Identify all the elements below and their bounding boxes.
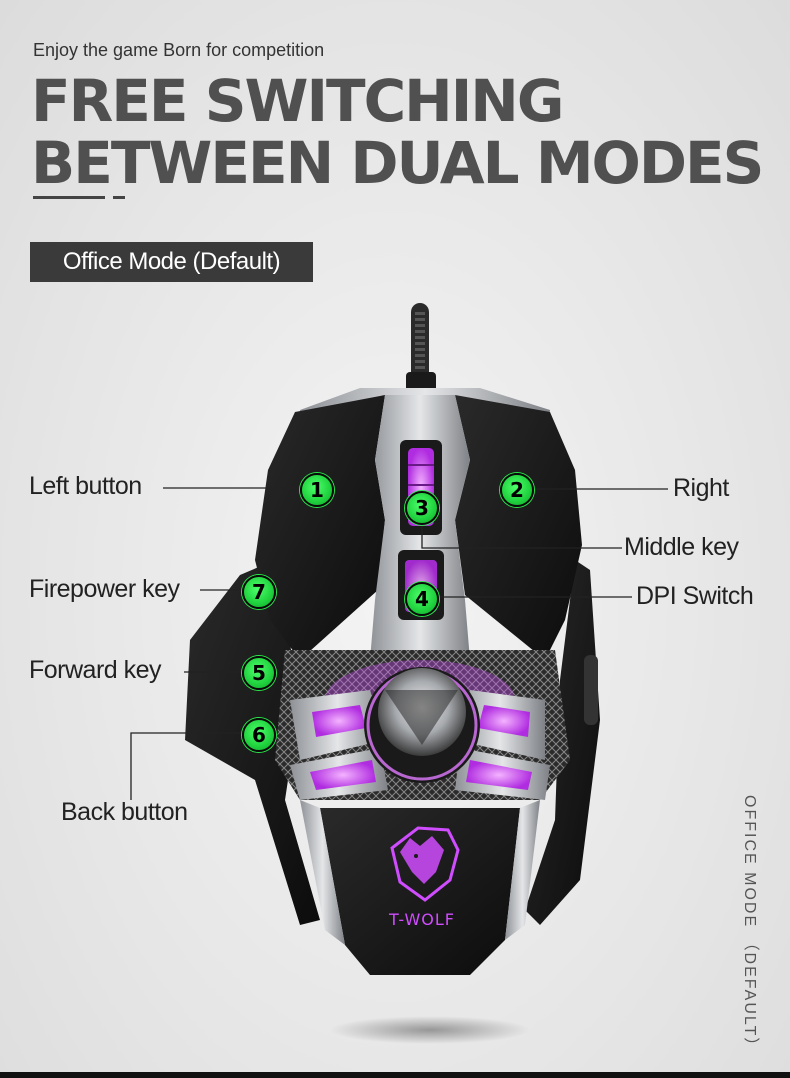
label-back-button: Back button [61,798,188,826]
label-forward-key: Forward key [29,656,162,684]
glow-strip [312,705,366,737]
palm-rest [320,808,520,975]
brand-logo-text: T-WOLF [389,910,455,929]
glow-strip [466,760,532,790]
label-middle-key: Middle key [624,533,739,561]
callout-badge-2: 2 [500,473,534,507]
callout-badge-6: 6 [242,718,276,752]
callout-badge-3: 3 [405,491,439,525]
mouse-shadow [330,1016,530,1044]
right-button-shell [455,395,582,660]
callout-badge-7: 7 [242,575,276,609]
label-dpi-switch: DPI Switch [636,582,754,610]
label-firepower-key: Firepower key [29,575,180,603]
glow-strip [478,705,530,737]
callout-badge-4: 4 [405,582,439,616]
left-button-shell [255,395,385,660]
wolf-logo-icon [390,826,460,902]
tagline: Enjoy the game Born for competition [33,40,325,60]
divider-long [33,196,105,199]
footer-bar [0,1072,790,1078]
mode-badge: Office Mode (Default) [30,242,313,282]
callout-badge-1: 1 [300,473,334,507]
label-left-button: Left button [29,472,142,500]
headline-line-2: BETWEEN DUAL MODES [31,129,764,197]
side-caption: OFFICE MODE （DEFAULT） [741,795,758,1056]
label-right: Right [673,474,729,502]
callout-badge-5: 5 [242,656,276,690]
glow-strip [310,760,376,790]
headline-line-1: FREE SWITCHING [31,67,564,135]
divider-short [113,196,125,199]
